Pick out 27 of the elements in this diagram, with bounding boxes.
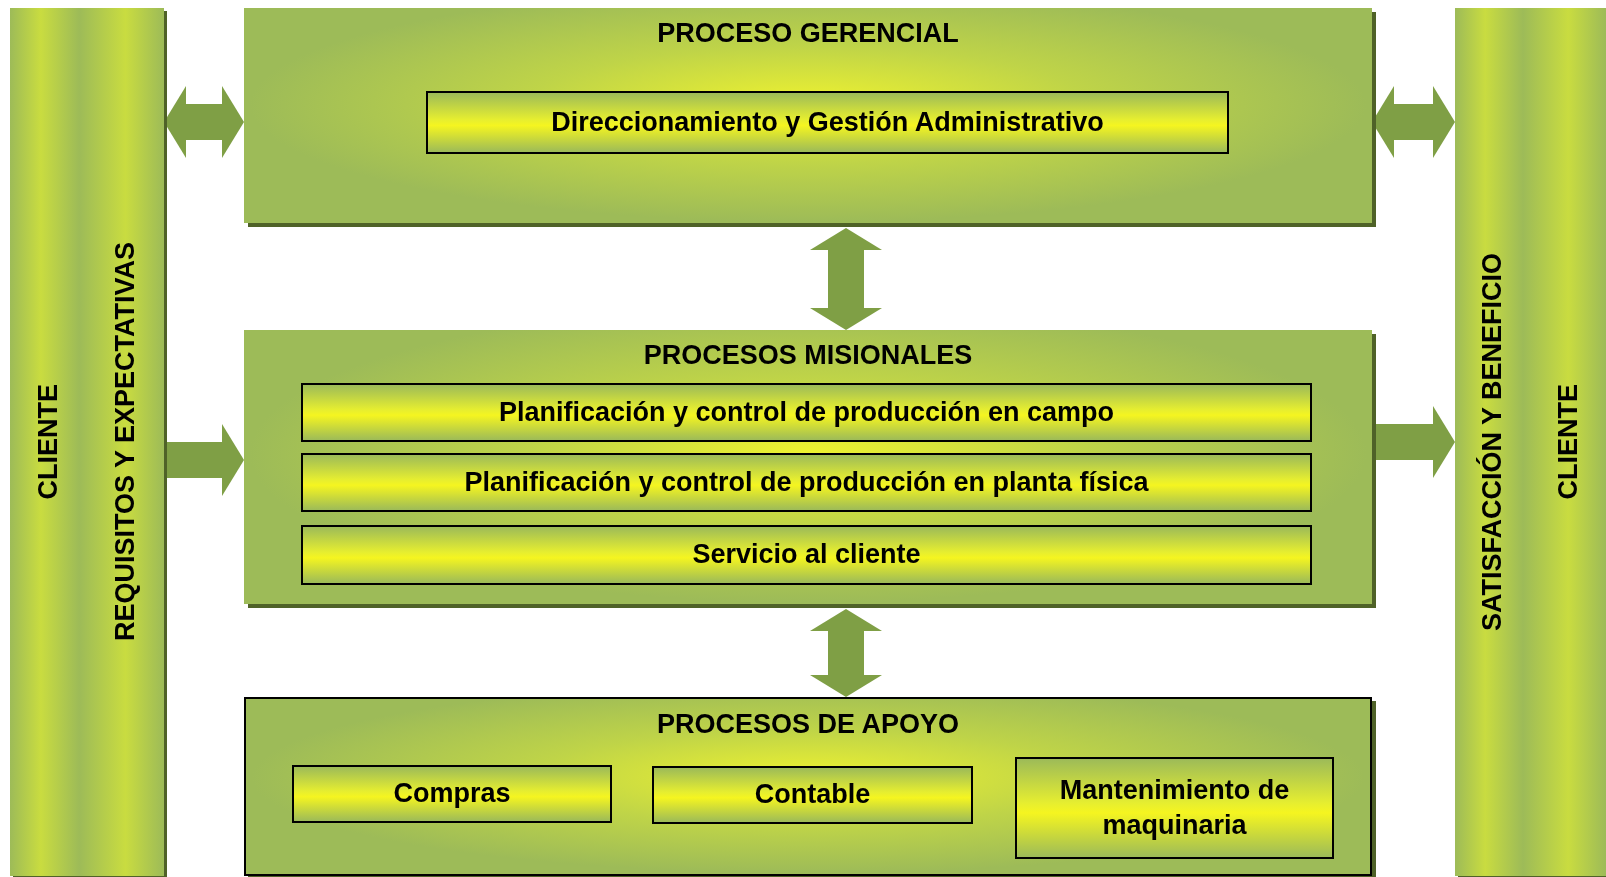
panel-heading: PROCESOS DE APOYO: [655, 709, 961, 740]
process-box: [301, 453, 1312, 512]
column-label: CLIENTE: [33, 384, 64, 500]
process-box: [426, 91, 1229, 154]
panel-heading: PROCESOS MISIONALES: [642, 340, 974, 371]
process-label: Planificación y control de producción en planta física: [464, 465, 1149, 499]
panel-heading: PROCESO GERENCIAL: [656, 18, 960, 49]
side-column: [1455, 8, 1606, 876]
double-block-arrow: [810, 228, 882, 330]
process-label: Mantenimiento de maquinaria: [1058, 773, 1291, 842]
column-label: CLIENTE: [1552, 384, 1584, 500]
side-column: [10, 8, 164, 876]
process-box: [301, 525, 1312, 585]
process-label: Compras: [393, 777, 511, 811]
process-box: [292, 765, 612, 823]
process-label: Direccionamiento y Gestión Administrativo: [551, 105, 1104, 139]
process-label: Planificación y control de producción en campo: [498, 395, 1115, 429]
process-box: [1015, 757, 1334, 859]
process-box: [301, 383, 1312, 442]
process-box: [652, 766, 973, 824]
column-label: REQUISITOS Y EXPECTATIVAS: [110, 242, 141, 642]
block-arrow: [164, 424, 244, 496]
process-label: Servicio al cliente: [692, 538, 921, 572]
column-label: SATISFACCIÓN Y BENEFICIO: [1477, 252, 1509, 632]
double-block-arrow: [164, 86, 244, 158]
double-block-arrow: [810, 609, 882, 697]
process-label: Contable: [754, 778, 871, 812]
